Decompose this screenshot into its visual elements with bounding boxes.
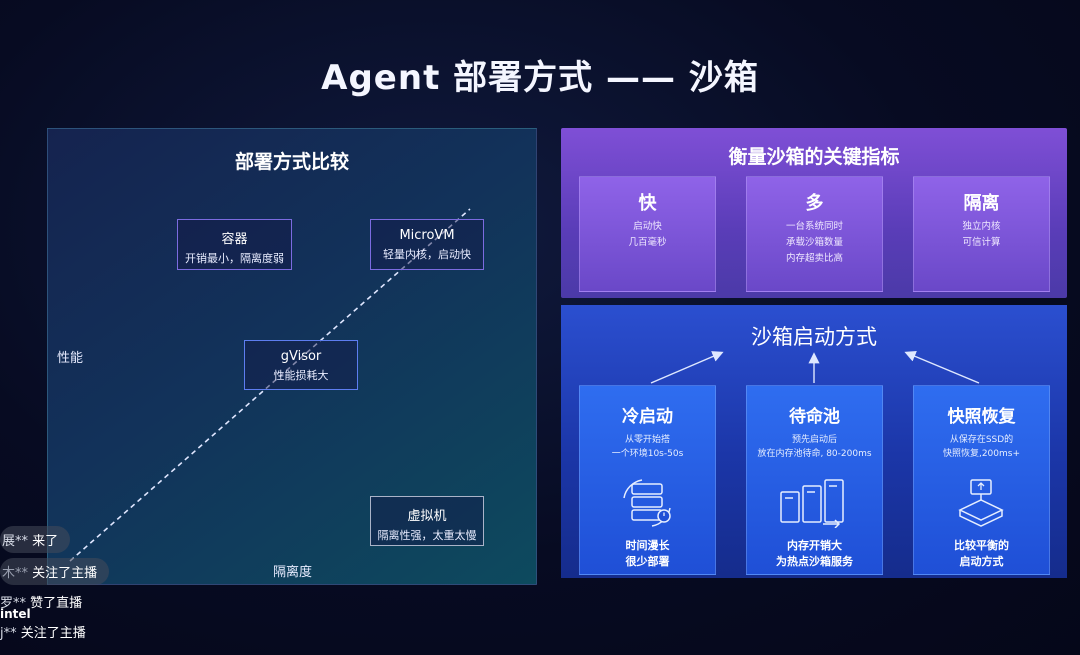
startup-card-title: 快照恢复 <box>947 407 1016 427</box>
gvisor-title: gVisor <box>280 349 322 364</box>
diagonal-trend-line <box>69 208 471 562</box>
startup-card-footer: 启动方式 <box>959 555 1004 568</box>
metric-line: 一台系统同时 <box>785 221 843 232</box>
chat-text: 关注了主播 <box>20 626 86 641</box>
startup-card-line: 预先启动后 <box>791 435 837 445</box>
chat-message: 木** 关注了主播 <box>0 558 110 585</box>
metric-line: 可信计算 <box>962 237 1001 248</box>
arrow-left <box>650 351 724 384</box>
arrow-right <box>904 351 980 384</box>
gvisor-desc: 性能损耗大 <box>273 369 329 382</box>
comparison-title: 部署方式比较 <box>234 151 349 173</box>
container-desc: 开销最小，隔离度弱 <box>185 252 284 265</box>
chat-text: 来了 <box>32 534 59 549</box>
container-box: 容器 开销最小，隔离度弱 <box>177 219 292 270</box>
microvm-title: MicroVM <box>399 228 455 243</box>
startup-card-footer: 很少部署 <box>625 555 670 568</box>
metric-line: 几百毫秒 <box>628 237 667 248</box>
chat-text: 赞了直播 <box>30 596 83 611</box>
startup-card-title: 冷启动 <box>622 407 673 427</box>
chat-user: 罗** <box>0 596 27 611</box>
startup-card-snapshot: 快照恢复 从保存在SSD的 快照恢复,200ms+ 比较平衡的 启动方式 <box>913 385 1050 575</box>
chat-user: 展** <box>2 534 29 549</box>
metric-line: 独立内核 <box>962 221 1001 232</box>
startup-card-line: 放在内存池待命, 80-200ms <box>757 449 872 459</box>
startup-card-cold: 冷启动 从零开始搭 一个环境10s-50s 时间漫长 很少部署 <box>579 385 716 575</box>
metric-line: 启动快 <box>633 221 662 232</box>
metric-title: 快 <box>638 193 657 214</box>
startup-title: 沙箱启动方式 <box>751 325 877 349</box>
metric-title: 多 <box>805 193 824 214</box>
chat-message: j** 关注了主播 <box>0 622 86 641</box>
x-axis-label: 隔离度 <box>273 565 313 580</box>
startup-card-footer: 内存开销大 <box>787 539 842 552</box>
startup-card-standby: 待命池 预先启动后 放在内存池待命, 80-200ms 内存开销大 为热点沙箱服… <box>746 385 883 575</box>
chat-message: 罗** 赞了直播 <box>0 592 82 611</box>
intel-watermark: intel <box>0 607 31 621</box>
sandbox-startup-panel: 沙箱启动方式 冷启动 从零开始搭 一个环境10s-50s 时间漫长 很少部署 <box>561 305 1067 578</box>
slide-title: Agent 部署方式 —— 沙箱 <box>321 58 759 98</box>
chat-user: j** <box>0 626 17 641</box>
metric-line: 内存超卖比高 <box>785 253 843 264</box>
startup-card-line: 从保存在SSD的 <box>949 435 1014 445</box>
chat-user: 木** <box>2 566 29 581</box>
startup-card-line: 快照恢复,200ms+ <box>942 449 1021 459</box>
chat-text: 关注了主播 <box>32 566 98 581</box>
gvisor-box: gVisor 性能损耗大 <box>244 340 358 390</box>
chat-bubble: 展** 来了 <box>0 526 71 553</box>
startup-card-line: 一个环境10s-50s <box>611 449 684 459</box>
sandbox-metrics-panel: 衡量沙箱的关键指标 快 启动快 几百毫秒 多 一台系统同时 承载沙箱数量 内存超… <box>561 128 1067 298</box>
vm-title: 虚拟机 <box>407 509 447 524</box>
chat-message: 展** 来了 <box>0 526 71 553</box>
metric-card-many: 多 一台系统同时 承载沙箱数量 内存超卖比高 <box>746 176 883 292</box>
y-axis-label: 性能 <box>57 351 84 366</box>
startup-card-footer: 比较平衡的 <box>954 539 1009 552</box>
server-pool-icon <box>780 479 844 528</box>
snapshot-restore-icon <box>958 479 1004 527</box>
arrows-group <box>650 351 980 384</box>
metric-card-fast: 快 启动快 几百毫秒 <box>579 176 716 292</box>
startup-card-footer: 为热点沙箱服务 <box>776 555 853 568</box>
microvm-desc: 轻量内核，启动快 <box>383 248 471 261</box>
metrics-title: 衡量沙箱的关键指标 <box>728 146 900 168</box>
server-refresh-icon <box>623 479 671 527</box>
metric-line: 承载沙箱数量 <box>785 237 843 248</box>
microvm-box: MicroVM 轻量内核，启动快 <box>370 219 484 270</box>
chat-bubble: 木** 关注了主播 <box>0 558 110 585</box>
vm-box: 虚拟机 隔离性强，太重太慢 <box>370 496 484 546</box>
startup-card-footer: 时间漫长 <box>625 539 670 552</box>
container-title: 容器 <box>221 232 248 247</box>
metric-card-isolation: 隔离 独立内核 可信计算 <box>913 176 1050 292</box>
metric-title: 隔离 <box>963 193 1000 214</box>
startup-card-title: 待命池 <box>789 407 840 427</box>
deployment-comparison-panel: 部署方式比较 性能 隔离度 容器 开销最小，隔离度弱 MicroVM 轻量内核，… <box>47 128 537 585</box>
vm-desc: 隔离性强，太重太慢 <box>377 529 477 542</box>
startup-card-line: 从零开始搭 <box>624 435 670 445</box>
